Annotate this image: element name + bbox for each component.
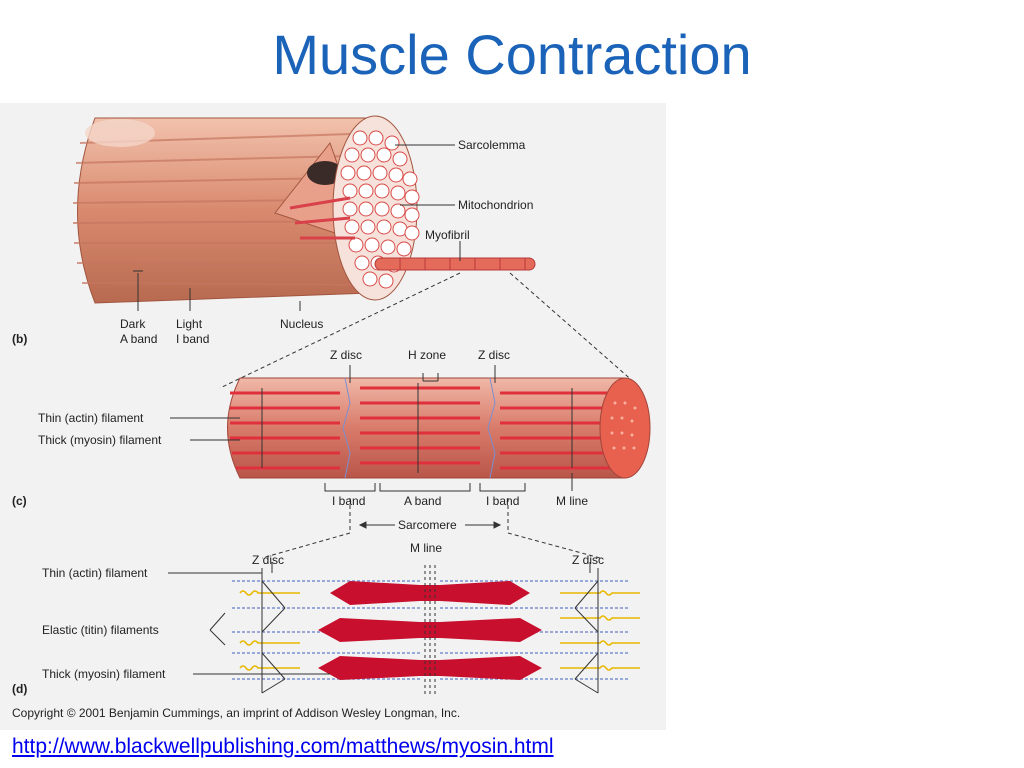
label-sarcolemma: Sarcolemma bbox=[458, 138, 526, 152]
label-h-zone: H zone bbox=[408, 348, 446, 362]
label-z-disc-c-left: Z disc bbox=[330, 348, 362, 362]
diagram-svg: Sarcolemma Mitochondrion Myofibril Dark … bbox=[12, 115, 651, 720]
label-z-disc-d-right: Z disc bbox=[572, 553, 604, 567]
label-i-band-c-right: I band bbox=[486, 494, 519, 508]
label-thin-filament-d: Thin (actin) filament bbox=[42, 566, 148, 580]
label-m-line-d: M line bbox=[410, 541, 442, 555]
slide-title: Muscle Contraction bbox=[272, 23, 752, 86]
label-thick-filament-c: Thick (myosin) filament bbox=[38, 433, 162, 447]
label-thick-filament-d: Thick (myosin) filament bbox=[42, 667, 166, 681]
panel-tag-d: (d) bbox=[12, 682, 27, 696]
myofibril-cylinder bbox=[227, 377, 651, 479]
label-a-band-c: A band bbox=[404, 494, 441, 508]
label-myofibril: Myofibril bbox=[425, 228, 470, 242]
label-z-disc-c-right: Z disc bbox=[478, 348, 510, 362]
muscle-diagram: Sarcolemma Mitochondrion Myofibril Dark … bbox=[0, 103, 666, 730]
label-nucleus: Nucleus bbox=[280, 317, 323, 331]
copyright-text: Copyright © 2001 Benjamin Cummings, an i… bbox=[12, 706, 460, 720]
panel-b-leaders bbox=[133, 144, 461, 311]
panel-c-leaders bbox=[170, 365, 573, 529]
label-elastic-filaments: Elastic (titin) filaments bbox=[42, 623, 159, 637]
muscle-fiber bbox=[72, 115, 536, 304]
label-thin-filament-c: Thin (actin) filament bbox=[38, 411, 144, 425]
label-m-line-c: M line bbox=[556, 494, 588, 508]
label-i-band-c-left: I band bbox=[332, 494, 365, 508]
panel-tag-c: (c) bbox=[12, 494, 27, 508]
panel-tag-b: (b) bbox=[12, 332, 27, 346]
label-z-disc-d-left: Z disc bbox=[252, 553, 284, 567]
label-sarcomere: Sarcomere bbox=[398, 518, 457, 532]
sarcomere-detail bbox=[232, 565, 640, 695]
label-a-band-b: A band bbox=[120, 332, 157, 346]
label-mitochondrion: Mitochondrion bbox=[458, 198, 533, 212]
label-dark: Dark bbox=[120, 317, 146, 331]
source-link[interactable]: http://www.blackwellpublishing.com/matth… bbox=[12, 735, 554, 758]
label-i-band-b: I band bbox=[176, 332, 209, 346]
panel-d-leaders bbox=[168, 562, 591, 675]
label-light: Light bbox=[176, 317, 203, 331]
